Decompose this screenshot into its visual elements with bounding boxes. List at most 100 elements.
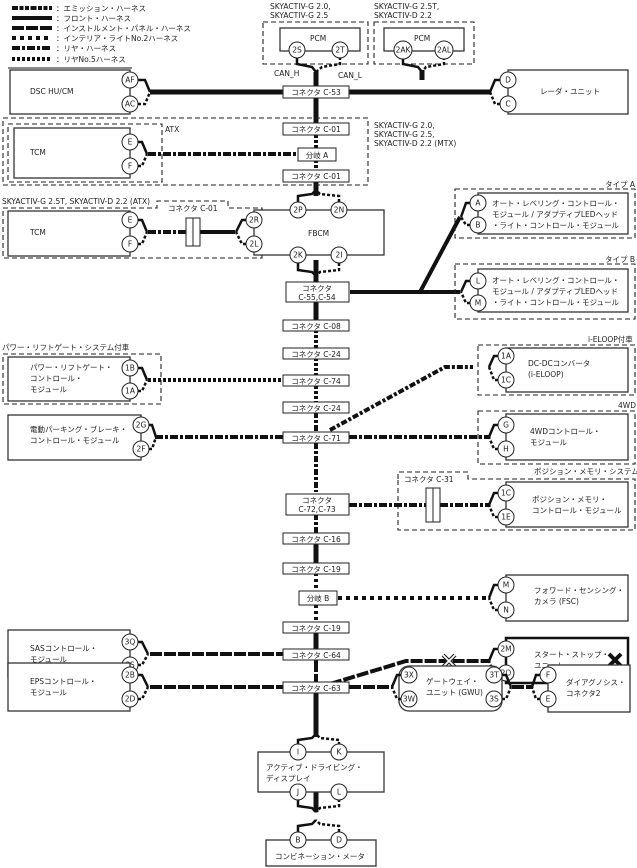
dsc-name: DSC HU/CM — [30, 87, 74, 96]
tcm2-pin-E — [121, 211, 139, 229]
mtx-variant-line1: SKYACTIV-G 2.0, — [374, 121, 435, 130]
connector-c72-c73[interactable] — [285, 493, 350, 516]
alcmA-name-line2: モジュール / アダプティブLEDヘッド — [492, 209, 618, 219]
ads-name-line1: アクティブ・ドライビング・ — [266, 762, 363, 772]
epb-box[interactable] — [7, 414, 142, 461]
connector-c63[interactable] — [282, 681, 350, 694]
meter-pin-D-label: D — [336, 836, 342, 845]
eps-pin-2D — [121, 690, 139, 708]
posmem-name-line1: ポジション・メモリ・ — [532, 495, 607, 504]
meter-pin-D — [330, 831, 348, 849]
posmem-module: ポジション・メモリ・ コントロール・モジュール 1C 1E — [487, 481, 629, 528]
meter-pin-B-label: B — [295, 836, 300, 845]
fsc-pin-M — [497, 576, 515, 594]
alcmB-box[interactable] — [477, 268, 629, 313]
dsc-box[interactable] — [9, 69, 131, 115]
pcm2-pin-2AK-label: 2AK — [396, 46, 412, 55]
dlc-module: ダイアグノシス・ コネクタ2 F E — [530, 664, 631, 713]
ads-box[interactable] — [257, 751, 385, 793]
atx-frame — [7, 123, 163, 183]
connector-c63-label: コネクタ C-63 — [291, 684, 341, 693]
ads-pin-L — [330, 783, 348, 801]
tcm2-box[interactable] — [7, 210, 131, 257]
legend-label-rear5: ：リヤNo.5ハーネス — [56, 55, 126, 64]
posmem-box[interactable] — [505, 481, 629, 528]
connector-c64[interactable] — [282, 648, 350, 661]
c01c-label: コネクタ C-01 — [168, 204, 218, 213]
connector-c16[interactable] — [282, 532, 350, 545]
connector-c55-c54[interactable] — [285, 281, 350, 303]
connector-c24-bottom[interactable] — [282, 401, 350, 414]
fwd-variant-label: 4WD — [618, 401, 636, 410]
tcm1-name: TCM — [29, 148, 46, 157]
awd-box[interactable] — [505, 413, 629, 461]
awd-module: 4WDコントロール・ モジュール G H — [487, 413, 629, 461]
meter-pin-B — [289, 831, 307, 849]
fsc-name-line1: フォワード・センシング・ — [534, 585, 624, 595]
meter-box[interactable] — [265, 839, 377, 867]
posmem-pin-1E-label: 1E — [501, 513, 511, 522]
pcm1-variant-line1: SKYACTIV-G 2.0, — [270, 2, 331, 11]
ads-pin-L-label: L — [337, 788, 342, 797]
connector-c01-top[interactable] — [282, 122, 350, 136]
gwu-box[interactable] — [398, 665, 503, 712]
pcm1-pin-2T — [331, 41, 349, 59]
legend-label-interior: ：インテリア・ライトNo.2ハーネス — [56, 34, 178, 43]
eps-module: EPSコントロール・ モジュール 2B 2D — [7, 662, 150, 712]
tcm1-pin-F — [121, 157, 139, 175]
alcmA-pin-B-label: B — [475, 221, 480, 230]
plg-box[interactable] — [7, 356, 131, 402]
radar-box[interactable] — [507, 69, 629, 115]
sas-name-line1: SASコントロール・ — [30, 644, 97, 653]
tcm1-pin-F-label: F — [128, 162, 132, 171]
ieloop-frame — [477, 344, 636, 396]
alcmB-name-line1: オート・レベリング・コントロール・ — [492, 275, 620, 285]
dcdc-name-line2: (i-ELOOP) — [528, 370, 564, 379]
epb-pin-2F — [132, 440, 150, 458]
eps-pin-2B — [121, 666, 139, 684]
pcm1-pin-2S-label: 2S — [292, 46, 302, 55]
fbcm-pin-2N — [330, 201, 348, 219]
alcmB-pin-M-label: M — [475, 299, 481, 308]
gwu-pin-3S-label: 3S — [489, 695, 499, 704]
alcmA-box[interactable] — [477, 192, 629, 235]
dcdc-pin-1C — [497, 371, 515, 389]
radar-pin-D — [499, 71, 517, 89]
radar-name: レーダ・ユニット — [540, 86, 600, 96]
branch-a[interactable] — [297, 147, 337, 162]
fsc-box[interactable] — [505, 574, 629, 622]
dlc-pin-F-label: F — [546, 671, 550, 680]
connector-c74[interactable] — [282, 374, 350, 387]
mtx-variant-line3: SKYACTIV-D 2.2 (MTX) — [374, 139, 456, 148]
typeB-frame — [454, 263, 636, 320]
dlc-box[interactable] — [547, 664, 631, 713]
meter-name: コンビネーション・メータ — [275, 852, 365, 861]
posmem-pin-1E — [497, 508, 515, 526]
gwu-pin-3T-label: 3T — [489, 671, 499, 680]
fbcm-box[interactable] — [253, 209, 385, 256]
connector-c53[interactable] — [282, 85, 350, 99]
eps-box[interactable] — [7, 662, 131, 712]
alcmA-name-line3: ・ライト・コントロール・モジュール — [492, 221, 619, 230]
connector-c24-top[interactable] — [282, 347, 350, 360]
ads-pin-I-label: I — [297, 748, 299, 757]
alcmB-name-line2: モジュール / アダプティブLEDヘッド — [492, 286, 618, 296]
fbcm-module: FBCM 2P 2N 2R 2L 2K 2I — [234, 189, 385, 277]
connector-c01-bottom[interactable] — [282, 169, 350, 183]
tcm1-box[interactable] — [13, 127, 131, 179]
connector-c19-bottom[interactable] — [282, 621, 350, 634]
ssu-disconnected-x-icon — [441, 653, 457, 669]
legend-label-emission: ：エミッション・ハーネス — [56, 4, 146, 13]
connector-c19-top[interactable] — [282, 562, 350, 575]
connector-c08[interactable] — [282, 319, 350, 332]
branch-b[interactable] — [298, 590, 338, 606]
dsc-pin-AF — [121, 71, 139, 89]
connector-c71[interactable] — [282, 431, 350, 444]
dcdc-box[interactable] — [505, 347, 629, 393]
tcm2-module: TCM E F — [7, 210, 149, 257]
atx-long-frame — [2, 200, 263, 259]
awd-pin-G — [497, 416, 515, 434]
tcm2-pin-E-label: E — [128, 216, 133, 225]
awd-name-line1: 4WDコントロール・ — [530, 427, 600, 436]
ads-pin-J — [289, 783, 307, 801]
